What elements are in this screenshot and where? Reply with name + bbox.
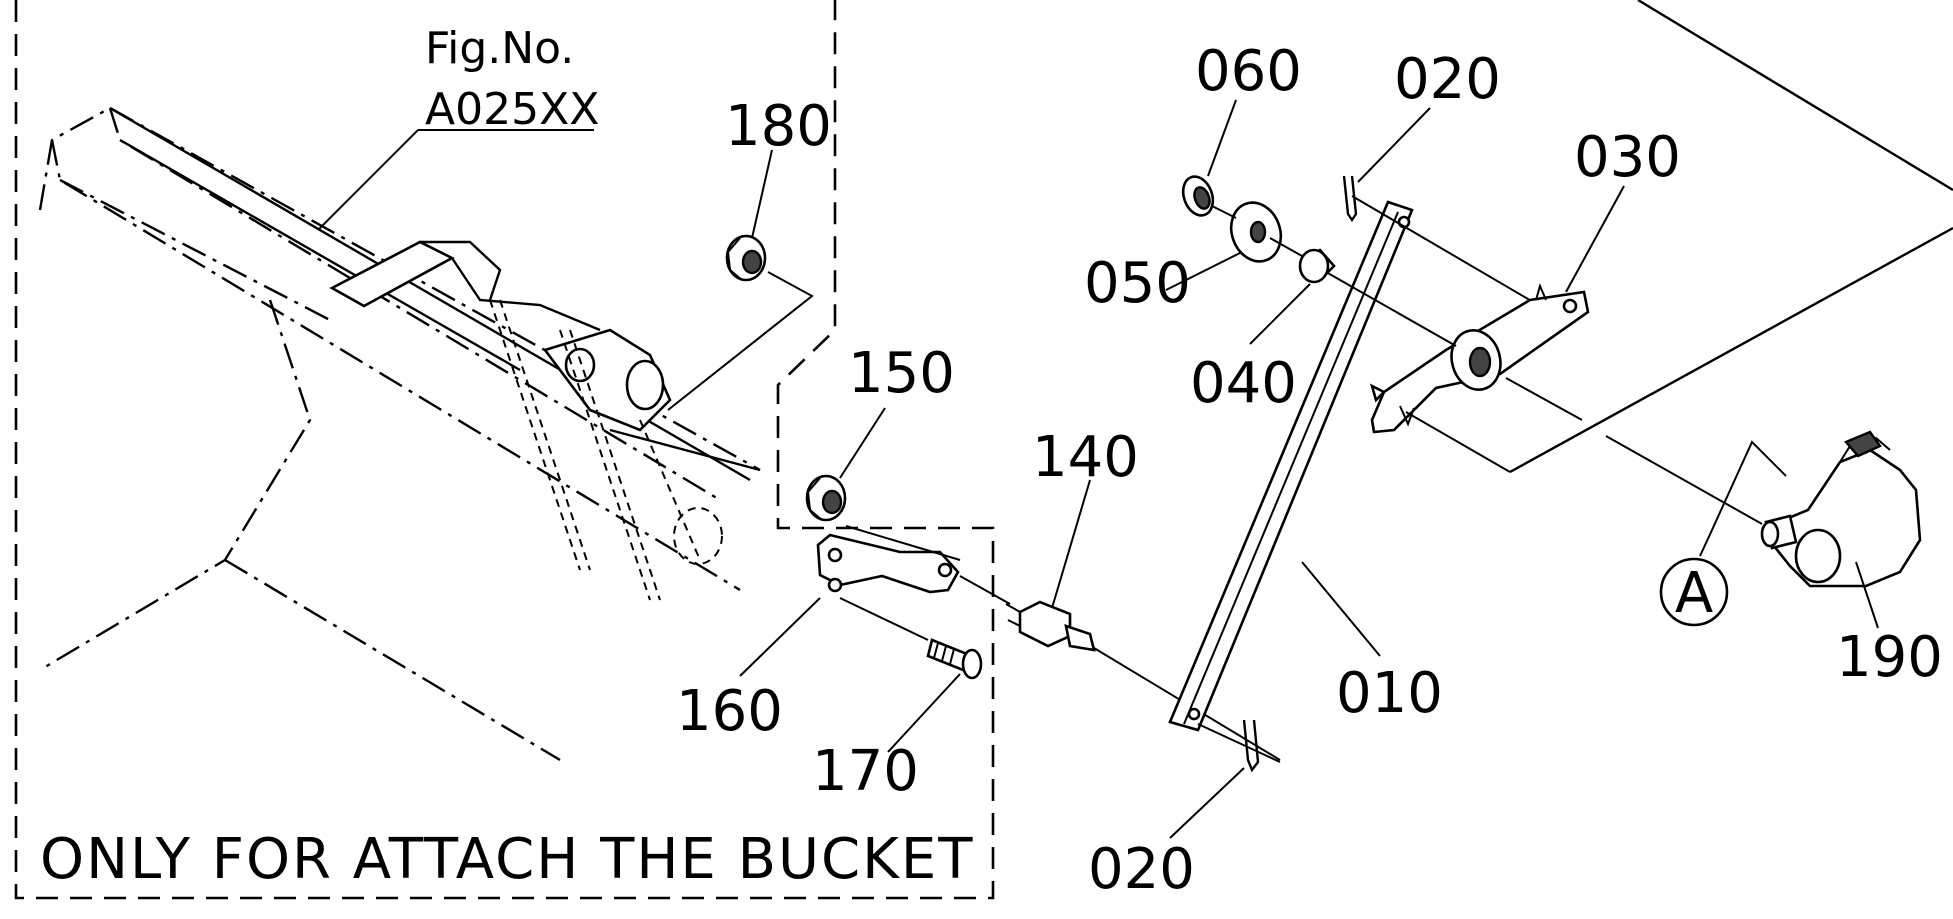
fig-leader [317, 129, 419, 231]
callout-160: 160 [676, 679, 783, 744]
assembly-line-030a [1325, 271, 1457, 347]
pin-140 [1005, 600, 1096, 652]
leader-020-bottom [1169, 767, 1245, 839]
boom-frame [38, 106, 761, 762]
callout-180: 180 [725, 94, 832, 159]
arm-160 [816, 533, 960, 594]
leader-160 [739, 597, 821, 677]
leader-020-top [1357, 107, 1431, 183]
leader-150 [839, 407, 886, 479]
cotter-pin-020-bottom [1242, 719, 1260, 773]
callout-030: 030 [1574, 125, 1681, 190]
leader-ref-a [1699, 440, 1787, 557]
assembly-line-050 [1211, 205, 1237, 219]
bolt-170 [926, 638, 983, 680]
bucket-caption: ONLY FOR ATTACH THE BUCKET [40, 827, 974, 892]
callout-170: 170 [812, 739, 919, 804]
assembly-line-040 [1269, 237, 1303, 257]
nut-180 [725, 234, 767, 282]
callout-190: 190 [1836, 625, 1943, 690]
callout-060: 060 [1195, 39, 1302, 104]
bushing-040 [1298, 248, 1336, 284]
washer-050 [1229, 201, 1283, 263]
leader-190 [1855, 561, 1879, 629]
assembly-line-020-bottom [1197, 723, 1281, 763]
assembly-line-190 [1605, 435, 1763, 525]
assembly-line-170 [839, 597, 929, 641]
callout-010: 010 [1336, 661, 1443, 726]
assembly-line-030b [1505, 377, 1583, 421]
washer-060 [1181, 175, 1215, 217]
leader-180 [751, 149, 773, 239]
leader-040 [1249, 283, 1311, 345]
ref-a-circle [1659, 557, 1729, 627]
callout-040: 040 [1190, 351, 1297, 416]
ref-a-label: A [1675, 561, 1713, 626]
callout-150: 150 [848, 341, 955, 406]
callout-050: 050 [1084, 251, 1191, 316]
panel-edge-top [1637, 0, 1953, 192]
callout-140: 140 [1032, 425, 1139, 490]
leader-050 [1165, 251, 1243, 291]
assembly-line-020-top [1351, 195, 1541, 307]
rod-010 [1168, 200, 1414, 732]
cotter-pin-020-top [1342, 175, 1358, 223]
leader-060 [1207, 99, 1237, 177]
assembly-line-030c [1405, 411, 1511, 473]
assembly-line-180 [667, 271, 814, 411]
nut-150 [805, 474, 847, 522]
attachment-boundary [14, 0, 995, 900]
panel-edge-bottom [1509, 226, 1953, 474]
callout-020-top: 020 [1394, 47, 1501, 112]
leader-010 [1301, 561, 1381, 657]
callout-020-bottom: 020 [1088, 837, 1195, 902]
leader-170 [887, 673, 961, 753]
fig-label: Fig.No. [425, 23, 574, 74]
fig-number: A025XX [425, 84, 599, 135]
assembly-line-140a [959, 575, 1011, 605]
assembly-line-150 [845, 525, 961, 561]
bracket-190 [1760, 430, 1922, 588]
leader-030 [1565, 185, 1625, 293]
leader-140 [1051, 479, 1091, 609]
lever-030 [1369, 283, 1590, 434]
